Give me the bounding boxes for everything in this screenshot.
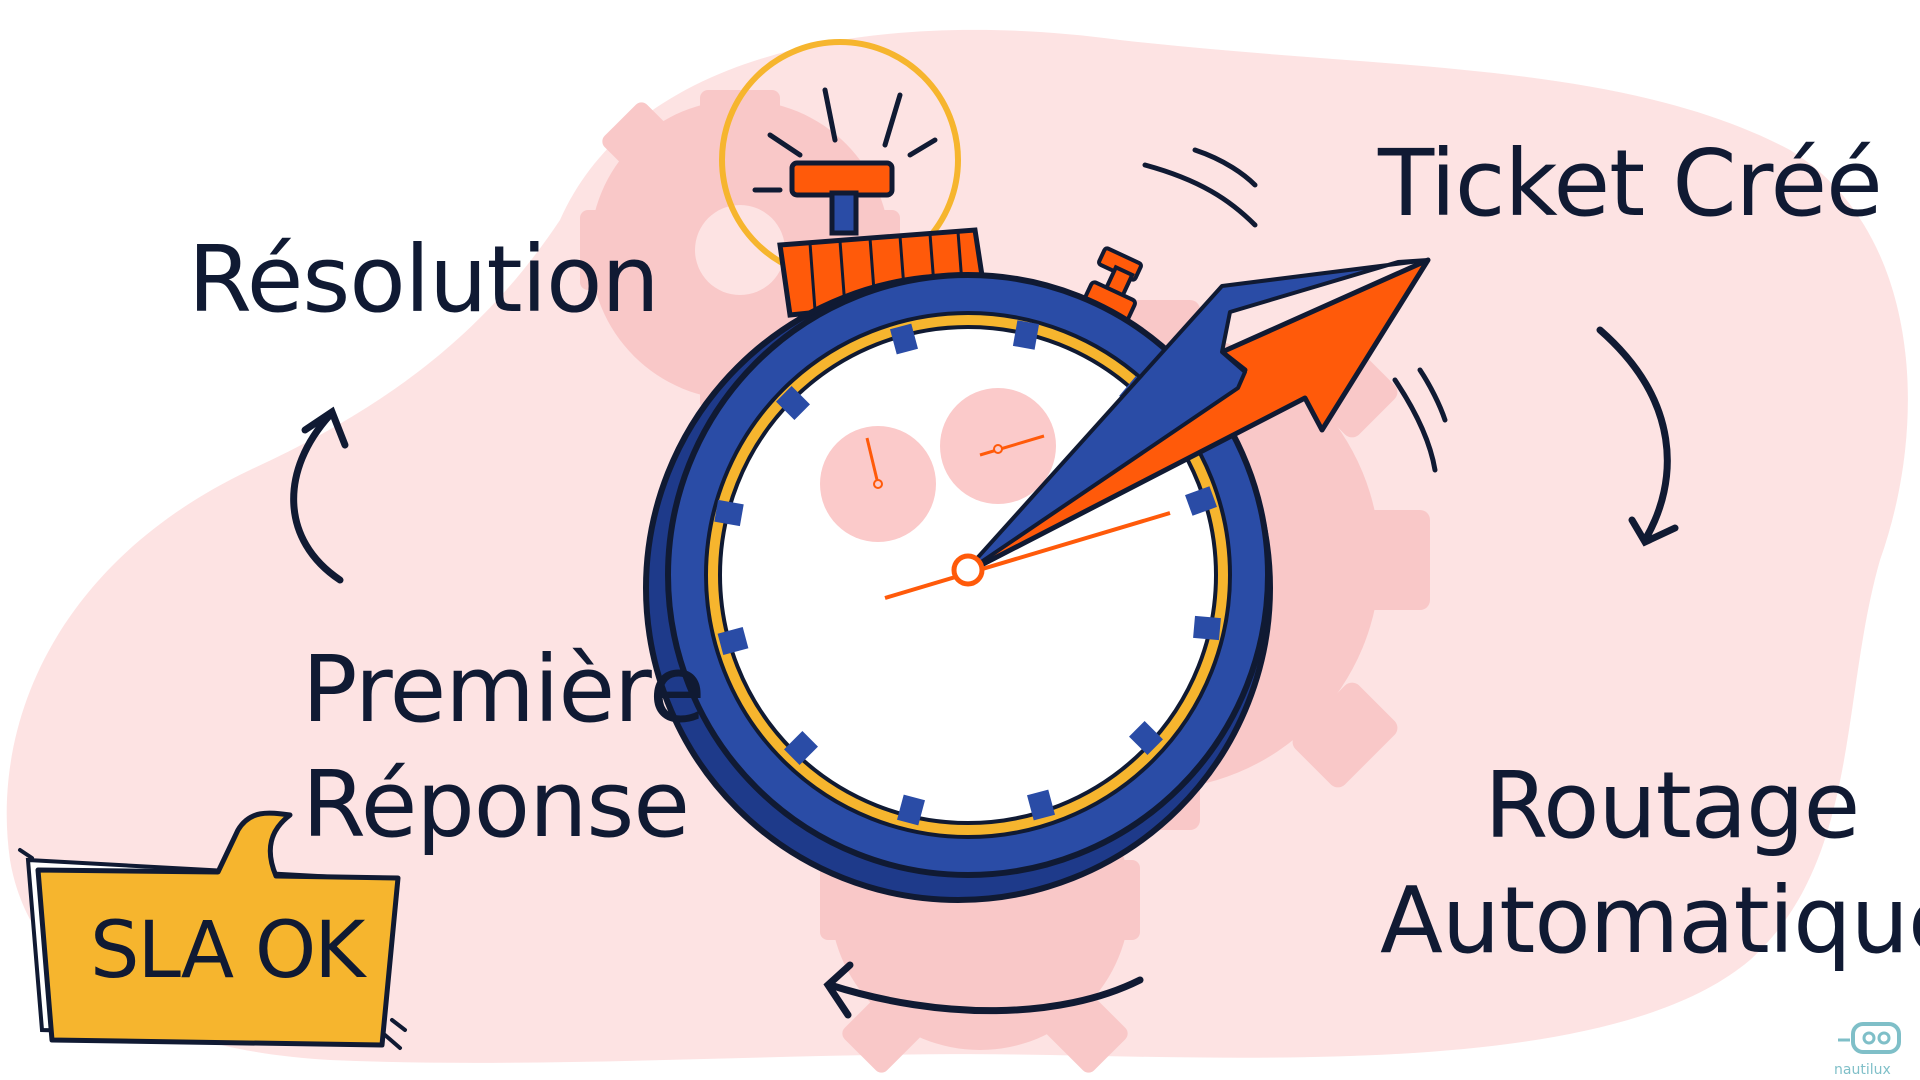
flow-arrows [290,326,1679,1019]
arrow-reponse-to-resolution [290,411,344,584]
label-routing: Routage Automatique [1380,748,1920,978]
arrow-ticket-to-routage [1596,326,1671,544]
crown-stem [829,190,859,236]
brand-name: nautilux [1834,1062,1891,1078]
nautilux-logo-icon [1838,1022,1901,1054]
label-first-response: Première Réponse [302,632,705,862]
motion-lines [1142,147,1448,473]
label-ticket-created: Ticket Créé [1378,130,1883,237]
label-first-response-line1: Première [302,636,705,743]
label-routing-line1: Routage [1484,752,1860,859]
second-hand [884,511,1171,600]
label-resolution: Résolution [188,226,660,333]
label-routing-line2: Automatique [1380,867,1920,974]
crown-button [789,160,895,198]
arrow-routage-to-reponse [826,976,1144,1015]
badge-sparks [18,848,407,1050]
label-first-response-line2: Réponse [302,751,690,858]
gear-hole [695,205,785,295]
sla-badge-label: SLA OK [90,906,365,996]
big-arrow-hand-shade [960,258,1430,577]
sla-badge [35,810,401,1048]
hand-pivot [951,553,985,587]
ring-sparks [752,87,938,193]
side-button [1081,246,1143,326]
